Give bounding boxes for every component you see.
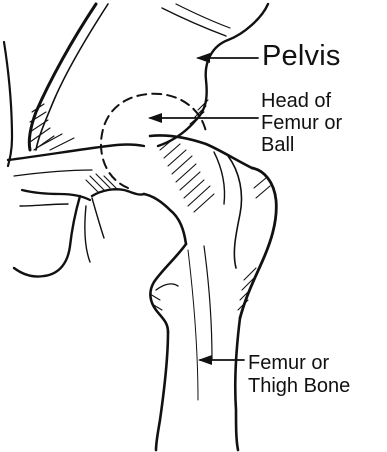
femur-label: Femur or Thigh Bone	[248, 352, 350, 398]
femur-label-line-2: Thigh Bone	[248, 375, 350, 398]
femoral-head-outline	[101, 94, 206, 188]
femur-label-line-1: Femur or	[248, 352, 350, 375]
pelvis-arrowhead	[196, 53, 210, 63]
femoral-head-arrowhead	[148, 113, 162, 123]
pelvis-outline	[4, 4, 268, 277]
head-of-femur-label: Head of Femur or Ball	[261, 90, 342, 156]
head-of-femur-label-line-3: Ball	[261, 134, 342, 156]
femur-outline	[144, 135, 276, 450]
femur-arrowhead	[198, 355, 212, 365]
leader-arrowheads	[148, 53, 212, 365]
pelvis-label: Pelvis	[262, 42, 341, 71]
head-of-femur-label-line-1: Head of	[261, 90, 342, 112]
head-of-femur-label-line-2: Femur or	[261, 112, 342, 134]
